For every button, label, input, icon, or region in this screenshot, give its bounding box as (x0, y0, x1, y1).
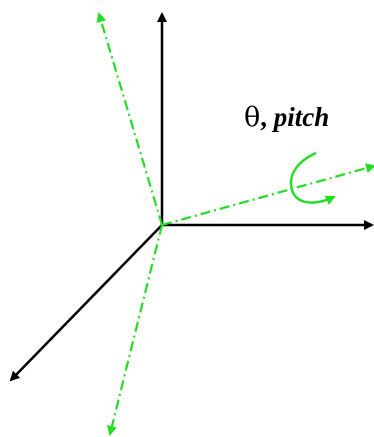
rotated-axes (96, 12, 374, 436)
rotated-axis-up (96, 12, 164, 226)
rotated-axis-down (107, 224, 164, 436)
rotated-axis-right (161, 163, 374, 227)
original-axes (9, 12, 374, 382)
rotation-label: θ, pitch (244, 102, 330, 133)
rotation-arrow-icon (289, 151, 336, 205)
rotation-angle-symbol: θ (244, 102, 261, 133)
original-axis-down-left (9, 224, 163, 382)
rotation-label-separator: , (260, 102, 274, 132)
rotation-name: pitch (273, 102, 330, 132)
